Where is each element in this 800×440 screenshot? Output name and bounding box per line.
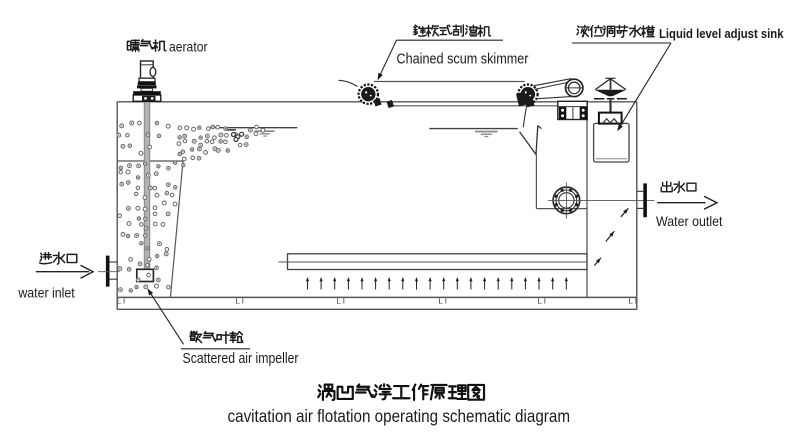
svg-text:Scattered air impeller: Scattered air impeller (183, 351, 299, 367)
svg-text:Water outlet: Water outlet (656, 213, 723, 229)
svg-text:aerator: aerator (169, 39, 208, 55)
svg-text:Chained scum skimmer: Chained scum skimmer (397, 51, 529, 68)
svg-text:water inlet: water inlet (18, 285, 75, 301)
svg-text:cavitation air flotation opera: cavitation air flotation operating schem… (228, 406, 571, 426)
svg-text:Liquid level adjust sink: Liquid level adjust sink (659, 27, 784, 41)
